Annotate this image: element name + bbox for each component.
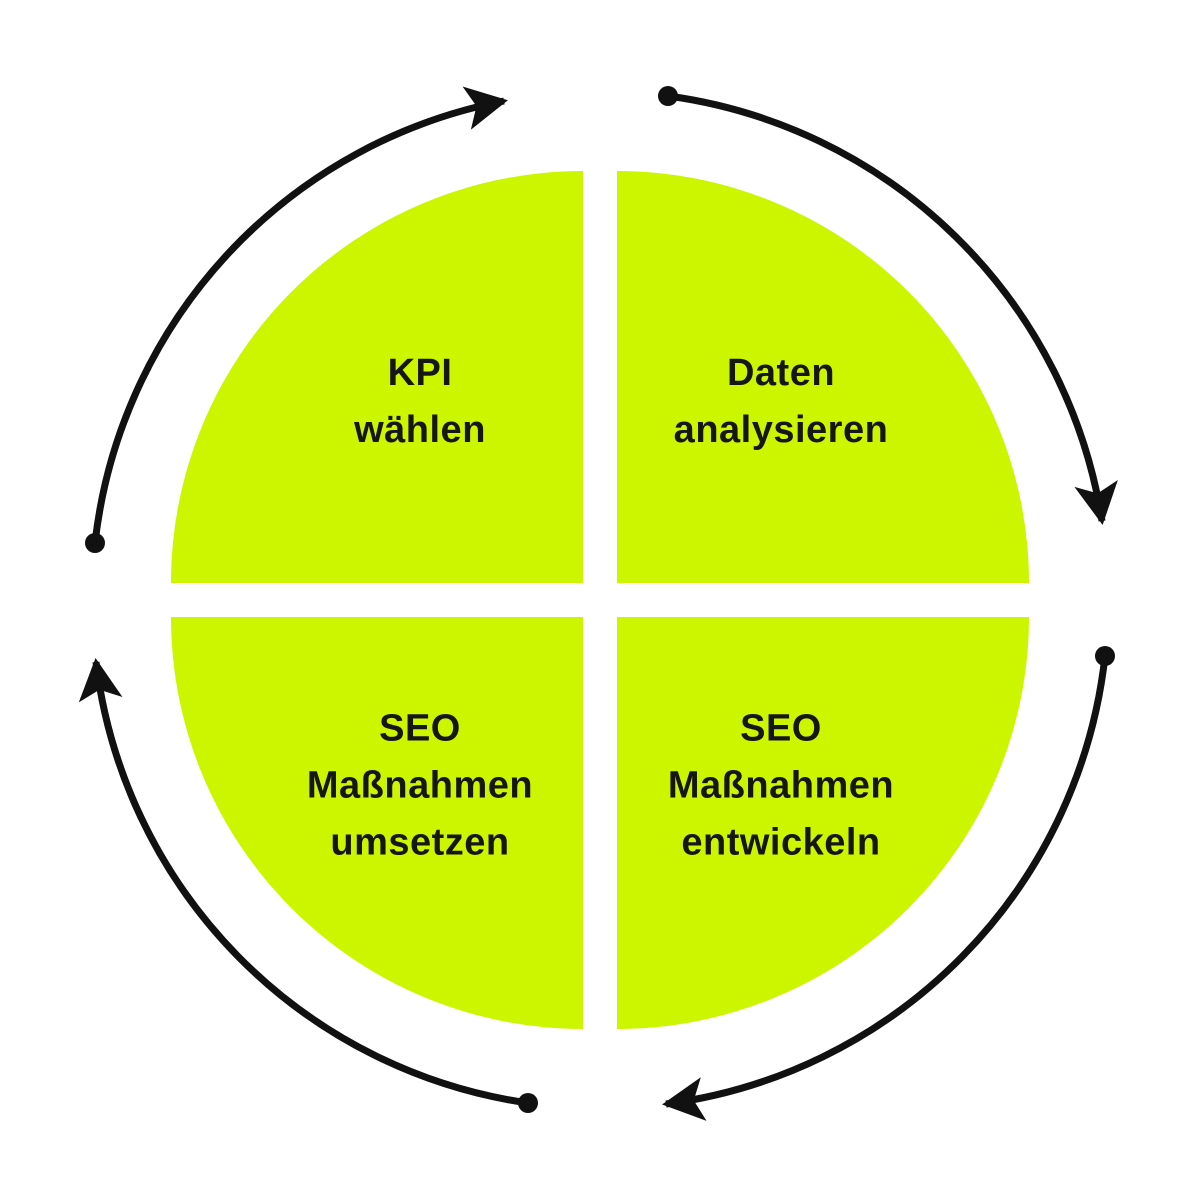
segment-bottom-right xyxy=(617,617,1029,1029)
curved-arrow-left-to-top-icon xyxy=(91,86,508,544)
segment-top-left xyxy=(171,171,583,583)
dot-bottom-icon xyxy=(518,1093,538,1113)
dot-top-icon xyxy=(658,86,678,106)
dot-right-icon xyxy=(1095,646,1115,666)
curved-arrow-bottom-to-left-icon xyxy=(78,658,529,1107)
segment-label-seo-massnahmen-umsetzen: SEO Maßnahmen umsetzen xyxy=(306,707,534,864)
segment-label-seo-massnahmen-entwickeln: SEO Maßnahmen entwickeln xyxy=(667,707,895,864)
dot-left-icon xyxy=(85,533,105,553)
segment-top-right xyxy=(617,171,1029,583)
segment-label-daten-analysieren: Daten analysieren xyxy=(673,352,889,451)
segment-label-kpi-waehlen: KPI wählen xyxy=(354,352,486,451)
curved-arrow-top-to-right-icon xyxy=(667,92,1118,525)
curved-arrow-right-to-bottom-icon xyxy=(662,655,1109,1121)
segment-bottom-left xyxy=(171,617,583,1029)
